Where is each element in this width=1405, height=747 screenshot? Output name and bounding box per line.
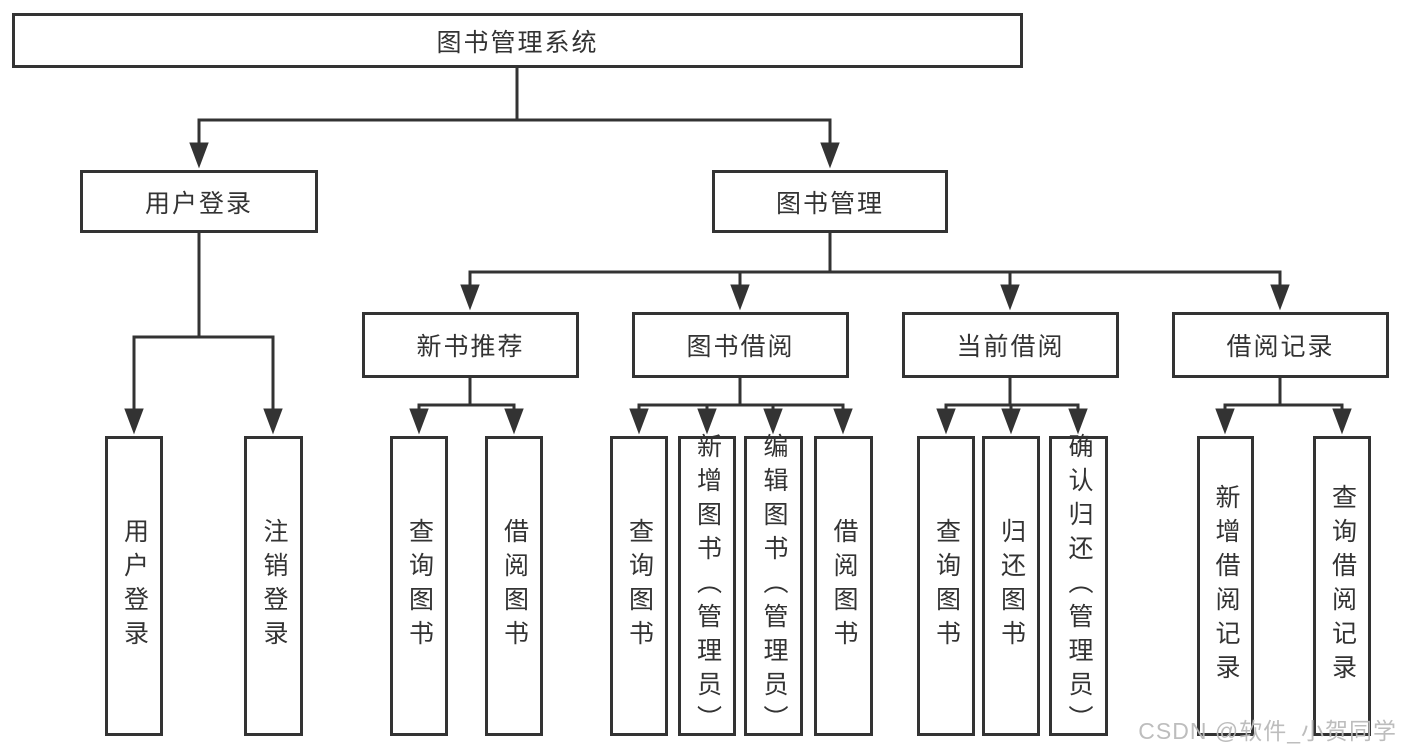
leaf-borrowing-query-books: 查询图书	[610, 436, 668, 736]
node-label: 新增借阅记录	[1212, 484, 1240, 688]
node-borrowing-records: 借阅记录	[1172, 312, 1389, 378]
leaf-current-query-books: 查询图书	[917, 436, 975, 736]
node-label: 借阅图书	[830, 518, 858, 654]
leaf-user-login: 用户登录	[105, 436, 163, 736]
node-label: 借阅记录	[1226, 333, 1335, 361]
node-label: 查询借阅记录	[1328, 484, 1357, 688]
node-label: 编辑图书（管理员）	[760, 433, 788, 739]
leaf-current-return-books: 归还图书	[982, 436, 1040, 736]
leaf-records-query-borrow-record: 查询借阅记录	[1313, 436, 1371, 736]
csdn-watermark: CSDN @软件_小贺同学	[1138, 718, 1397, 744]
node-book-borrowing: 图书借阅	[632, 312, 849, 378]
node-label: 图书借阅	[686, 333, 795, 361]
node-library-management-system: 图书管理系统	[12, 13, 1023, 68]
node-label: 新增图书（管理员）	[693, 433, 722, 739]
node-label: 用户登录	[144, 189, 253, 218]
node-label: 图书管理系统	[436, 28, 599, 57]
node-label: 当前借阅	[956, 333, 1065, 361]
node-label: 查询图书	[932, 518, 961, 654]
node-user-login: 用户登录	[80, 170, 318, 233]
node-label: 查询图书	[405, 518, 434, 654]
leaf-recommend-borrow-books: 借阅图书	[485, 436, 543, 736]
leaf-borrowing-edit-books-admin: 编辑图书（管理员）	[744, 433, 803, 739]
node-new-book-recommendation: 新书推荐	[362, 312, 579, 378]
leaf-records-add-borrow-record: 新增借阅记录	[1197, 436, 1254, 736]
leaf-borrowing-borrow-books: 借阅图书	[814, 436, 873, 736]
node-label: 借阅图书	[500, 518, 529, 654]
node-label: 用户登录	[120, 518, 149, 654]
node-label: 确认归还（管理员）	[1065, 433, 1093, 739]
node-label: 查询图书	[625, 518, 654, 654]
node-current-borrowing: 当前借阅	[902, 312, 1119, 378]
node-label: 图书管理	[775, 189, 884, 218]
leaf-logout: 注销登录	[244, 436, 303, 736]
leaf-current-confirm-return-admin: 确认归还（管理员）	[1049, 433, 1108, 739]
node-book-management: 图书管理	[712, 170, 948, 233]
node-label: 新书推荐	[416, 333, 525, 361]
leaf-recommend-query-books: 查询图书	[390, 436, 448, 736]
leaf-borrowing-add-books-admin: 新增图书（管理员）	[678, 433, 736, 739]
node-label: 注销登录	[260, 518, 288, 654]
node-label: 归还图书	[997, 518, 1026, 654]
